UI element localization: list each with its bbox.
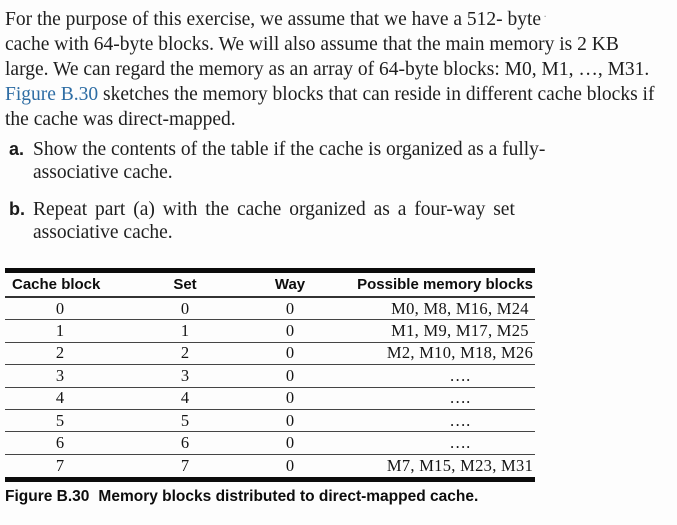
header-way: Way: [274, 276, 306, 293]
cell-memory-blocks: ….: [449, 388, 471, 408]
cell-way: 0: [285, 365, 295, 385]
figure-caption: Figure B.30 Memory blocks distributed to …: [5, 488, 677, 506]
cell-way: 0: [285, 410, 295, 430]
item-a-line-1: Show the contents of the table if the ca…: [33, 139, 546, 160]
cell-set: 3: [180, 365, 190, 385]
cell-way: 0: [285, 455, 295, 475]
intro-line-1-text: For the purpose of this exercise, we ass…: [5, 9, 542, 30]
cell-memory-blocks: M1, M9, M17, M25: [391, 321, 529, 341]
table-row-6: 6 6 0 ….: [5, 432, 535, 455]
figure-caption-label: Figure B.30: [5, 488, 90, 506]
item-b-marker: b.: [9, 199, 25, 219]
table-row-7: 7 7 0 M7, M15, M23, M31: [5, 455, 535, 477]
intro-line-5: the cache was direct-mapped.: [5, 109, 236, 130]
cell-set: 2: [180, 343, 190, 363]
header-cache-block: Cache block: [12, 276, 101, 293]
cell-way: 0: [285, 321, 295, 341]
cell-cache-block: 7: [55, 455, 65, 475]
cell-cache-block: 0: [55, 298, 65, 318]
exercise-items: a. Show the contents of the table if the…: [5, 138, 677, 244]
item-a-marker: a.: [9, 139, 25, 159]
header-possible-memory-blocks: Possible memory blocks: [357, 276, 533, 293]
exercise-intro: For the purpose of this exercise, we ass…: [5, 4, 677, 132]
exercise-item-a: a. Show the contents of the table if the…: [5, 138, 677, 184]
cell-set: 0: [180, 298, 190, 318]
item-a-line-2: associative cache.: [33, 162, 173, 183]
item-b-line-1: Repeat part (a) with the cache organized…: [33, 199, 515, 220]
table-row-0: 0 0 0 M0, M8, M16, M24: [5, 298, 535, 321]
cell-memory-blocks: ….: [449, 410, 471, 430]
table-header-row: Cache block Set Way Possible memory bloc…: [5, 273, 535, 298]
cell-memory-blocks: ….: [449, 365, 471, 385]
cell-cache-block: 1: [55, 321, 65, 341]
item-b-text: Repeat part (a) with the cache organized…: [33, 198, 515, 244]
cell-way: 0: [285, 433, 295, 453]
table-row-2: 2 2 0 M2, M10, M18, M26: [5, 343, 535, 366]
exercise-item-b: b. Repeat part (a) with the cache organi…: [5, 198, 677, 244]
cell-way: 0: [285, 388, 295, 408]
table-row-1: 1 1 0 M1, M9, M17, M25: [5, 320, 535, 343]
table-row-4: 4 4 0 ….: [5, 388, 535, 410]
intro-line-4: Figure B.30 sketches the memory blocks t…: [5, 82, 677, 107]
table-row-5: 5 5 0 ….: [5, 410, 535, 433]
cell-set: 6: [180, 433, 190, 453]
intro-line-1: For the purpose of this exercise, we ass…: [5, 4, 677, 32]
cell-cache-block: 6: [55, 433, 65, 453]
table-row-3: 3 3 0 ….: [5, 365, 535, 388]
cell-way: 0: [285, 343, 295, 363]
figure-b30-table: Cache block Set Way Possible memory bloc…: [5, 268, 535, 483]
cell-set: 4: [180, 388, 190, 408]
cell-cache-block: 4: [55, 388, 65, 408]
figure-b30-link[interactable]: Figure B.30: [5, 84, 99, 105]
intro-line-3: large. We can regard the memory as an ar…: [5, 59, 650, 80]
cell-set: 1: [180, 321, 190, 341]
figure-caption-text: Memory blocks distributed to direct-mapp…: [98, 488, 479, 506]
intro-line-2: cache with 64-byte blocks. We will also …: [5, 34, 619, 55]
cell-cache-block: 2: [55, 343, 65, 363]
cell-way: 0: [285, 298, 295, 318]
cell-cache-block: 3: [55, 365, 65, 385]
cell-set: 5: [180, 410, 190, 430]
header-set: Set: [173, 276, 197, 293]
item-b-line-2: associative cache.: [33, 222, 173, 243]
cell-cache-block: 5: [55, 410, 65, 430]
cell-memory-blocks: M7, M15, M23, M31: [386, 455, 534, 475]
intro-line-4-text: sketches the memory blocks that can resi…: [98, 84, 655, 105]
cell-memory-blocks: M0, M8, M16, M24: [391, 298, 529, 318]
cell-set: 7: [180, 455, 190, 475]
cell-memory-blocks: M2, M10, M18, M26: [386, 343, 534, 363]
scan-artifact-dot: ·: [543, 9, 548, 23]
cell-memory-blocks: ….: [449, 433, 471, 453]
item-a-text: Show the contents of the table if the ca…: [33, 138, 545, 184]
